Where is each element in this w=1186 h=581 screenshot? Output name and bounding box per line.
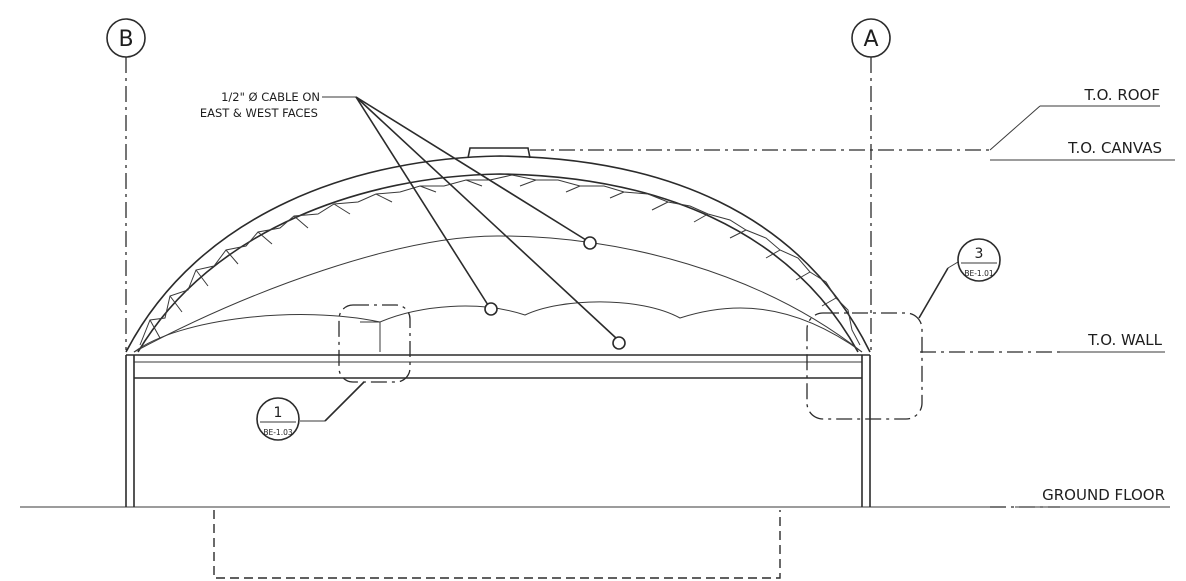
- detail-callout-3: 3 BE-1.01: [806, 238, 1001, 420]
- gridline-a: A: [851, 18, 891, 350]
- level-label-roof: T.O. ROOF: [1083, 86, 1160, 104]
- detail-sheet-3: BE-1.01: [964, 269, 994, 278]
- detail-callout-1: 1 BE-1.03: [256, 304, 411, 441]
- cable-node-3: [612, 336, 626, 350]
- detail-bubble-1: [256, 397, 300, 441]
- level-label-ground: GROUND FLOOR: [1042, 486, 1165, 504]
- detail-sheet-1: BE-1.03: [263, 428, 293, 437]
- detail-number-3: 3: [975, 246, 984, 262]
- building-walls: [125, 354, 871, 507]
- grid-bubble-b: [106, 18, 146, 58]
- cable-node-2: [484, 302, 498, 316]
- level-wall: T.O. WALL: [920, 331, 1165, 353]
- detail-number-1: 1: [274, 405, 283, 421]
- cable-callout: 1/2" Ø CABLE ON EAST & WEST FACES: [200, 90, 626, 350]
- gridline-b: B: [106, 18, 146, 350]
- roof-cap: [467, 147, 531, 159]
- foundation-outline: [213, 510, 781, 579]
- level-label-wall: T.O. WALL: [1087, 331, 1163, 349]
- level-canvas: T.O. CANVAS: [990, 139, 1175, 161]
- cable-callout-line2: EAST & WEST FACES: [200, 106, 318, 120]
- level-roof: T.O. ROOF: [530, 86, 1160, 151]
- grid-label-a: A: [863, 27, 878, 52]
- cable-node-1: [583, 236, 597, 250]
- grid-label-b: B: [118, 27, 133, 52]
- canvas-membrane: [133, 235, 863, 353]
- dome-truss: [125, 155, 871, 353]
- grid-bubble-a: [851, 18, 891, 58]
- detail-bubble-3: [957, 238, 1001, 282]
- cable-callout-line1: 1/2" Ø CABLE ON: [221, 90, 320, 104]
- level-label-canvas: T.O. CANVAS: [1067, 139, 1162, 157]
- level-ground: GROUND FLOOR: [20, 486, 1170, 508]
